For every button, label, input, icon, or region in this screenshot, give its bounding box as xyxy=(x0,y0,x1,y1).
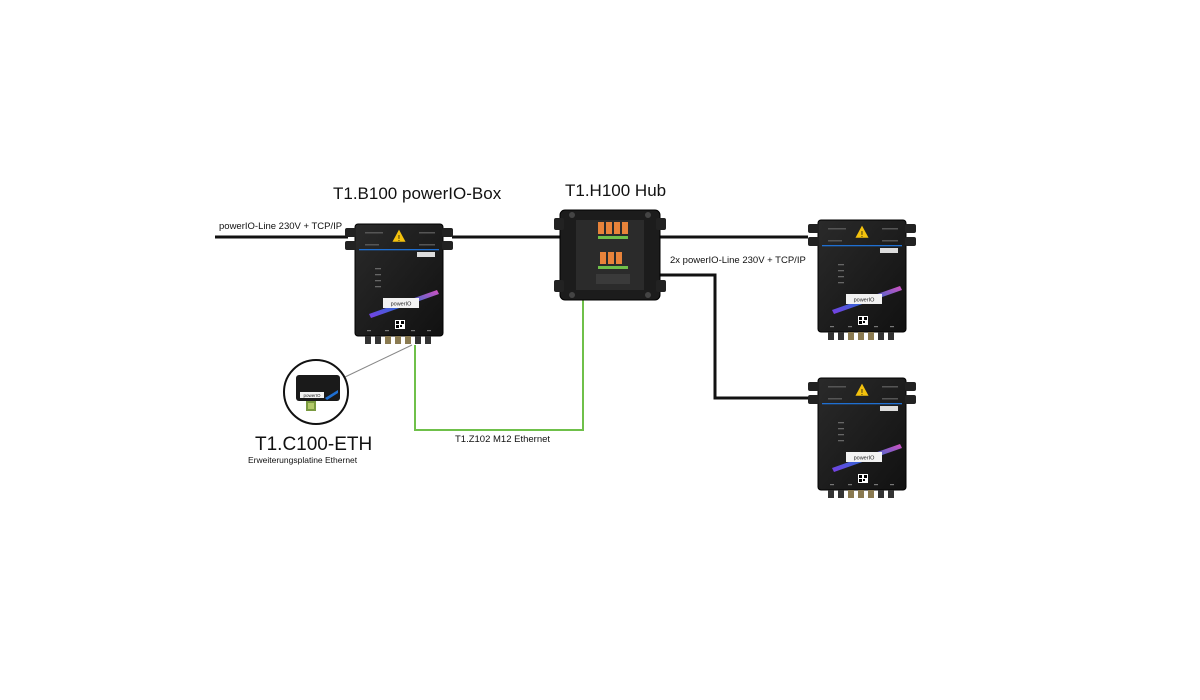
powerio-box-right-bottom xyxy=(807,377,917,499)
hub-device xyxy=(554,209,666,301)
ext-board-subtitle: Erweiterungsplatine Ethernet xyxy=(248,455,358,465)
powerio-box-right-top xyxy=(807,219,917,341)
powerio-box-main xyxy=(344,223,454,345)
power-line-hub-box3 xyxy=(660,273,810,400)
ext-board-title: T1.C100-ETH xyxy=(255,434,373,455)
extension-board-callout: powerIO xyxy=(283,359,349,425)
line-out-label: 2x powerIO-Line 230V + TCP/IP xyxy=(670,255,806,266)
board-brand: powerIO xyxy=(303,393,321,398)
ethernet-cable xyxy=(414,300,584,431)
box-title: T1.B100 powerIO-Box xyxy=(333,184,502,203)
ethernet-cable-label: T1.Z102 M12 Ethernet xyxy=(455,434,551,445)
line-in-label: powerIO-Line 230V + TCP/IP xyxy=(219,221,343,232)
callout-line xyxy=(344,344,413,378)
hub-title: T1.H100 Hub xyxy=(565,181,667,200)
